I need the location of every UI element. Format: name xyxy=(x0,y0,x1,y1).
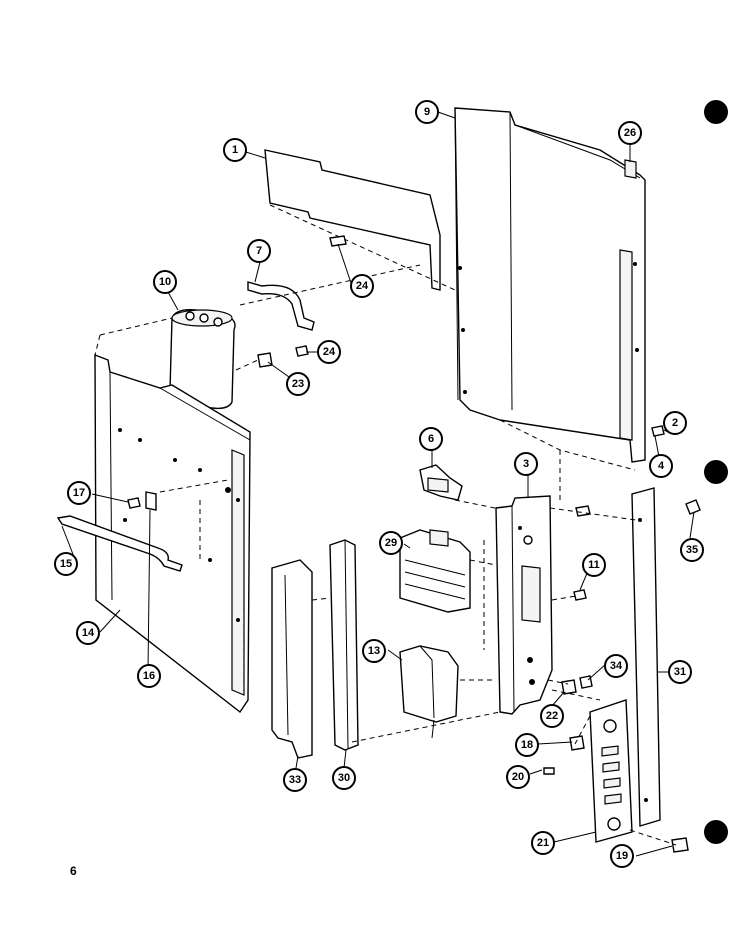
callout-11: 11 xyxy=(582,553,606,577)
callout-13: 13 xyxy=(362,639,386,663)
callout-7: 7 xyxy=(247,239,271,263)
part-31-side-strip xyxy=(631,487,661,827)
svg-text:4: 4 xyxy=(658,460,665,472)
callout-4: 4 xyxy=(649,454,673,478)
part-9-cabinet-side-wall xyxy=(454,107,646,463)
svg-text:24: 24 xyxy=(323,346,336,358)
callout-20: 20 xyxy=(506,765,530,789)
part-1-top-panel xyxy=(264,149,456,291)
callout-6: 6 xyxy=(419,427,443,451)
callout-34: 34 xyxy=(604,654,628,678)
part-29-push-button-switch xyxy=(399,529,471,613)
svg-text:35: 35 xyxy=(686,544,698,556)
callout-30: 30 xyxy=(332,766,356,790)
callout-33: 33 xyxy=(283,768,307,792)
svg-text:3: 3 xyxy=(523,458,529,470)
callout-18: 18 xyxy=(515,733,539,757)
svg-text:26: 26 xyxy=(624,127,636,139)
callout-19: 19 xyxy=(610,844,634,868)
callout-16: 16 xyxy=(137,664,161,688)
svg-text:2: 2 xyxy=(672,417,678,429)
callout-9: 9 xyxy=(415,100,439,124)
callout-31: 31 xyxy=(668,660,692,684)
callout-23: 23 xyxy=(286,372,310,396)
svg-text:18: 18 xyxy=(521,739,533,751)
svg-text:30: 30 xyxy=(338,772,350,784)
svg-text:16: 16 xyxy=(143,670,155,682)
part-15-rod xyxy=(56,515,183,572)
callout-2: 2 xyxy=(663,411,687,435)
callout-24-lower: 24 xyxy=(317,340,341,364)
callout-3: 3 xyxy=(514,452,538,476)
part-10-capacitor xyxy=(169,308,236,410)
svg-text:22: 22 xyxy=(546,710,558,722)
part-16-clip xyxy=(145,491,157,671)
registration-dot-top xyxy=(704,100,728,124)
callout-22: 22 xyxy=(540,704,564,728)
part-3-mounting-plate xyxy=(495,495,553,715)
svg-text:29: 29 xyxy=(385,537,397,549)
registration-dot-bottom xyxy=(704,820,728,844)
callout-1: 1 xyxy=(223,138,247,162)
svg-text:10: 10 xyxy=(159,276,171,288)
part-7-capacitor-strap xyxy=(247,281,315,331)
svg-text:34: 34 xyxy=(610,660,623,672)
svg-text:9: 9 xyxy=(424,106,430,118)
part-30-channel xyxy=(329,539,359,751)
registration-dot-middle xyxy=(704,460,728,484)
callout-35: 35 xyxy=(680,538,704,562)
svg-text:20: 20 xyxy=(512,771,524,783)
svg-text:17: 17 xyxy=(73,487,85,499)
page-number: 6 xyxy=(70,864,77,878)
svg-text:1: 1 xyxy=(232,144,238,156)
svg-text:31: 31 xyxy=(674,666,686,678)
svg-text:6: 6 xyxy=(428,433,434,445)
callout-21: 21 xyxy=(531,831,555,855)
svg-text:19: 19 xyxy=(616,850,628,862)
svg-text:23: 23 xyxy=(292,378,304,390)
svg-text:11: 11 xyxy=(588,559,600,571)
callout-29: 29 xyxy=(379,531,403,555)
callout-15: 15 xyxy=(54,552,78,576)
svg-text:13: 13 xyxy=(368,645,380,657)
svg-text:24: 24 xyxy=(356,280,369,292)
part-33-bracket xyxy=(271,559,313,759)
callout-10: 10 xyxy=(153,270,177,294)
callout-24-upper: 24 xyxy=(350,274,374,298)
svg-text:7: 7 xyxy=(256,245,262,257)
part-21-escutcheon xyxy=(589,699,633,843)
callout-26: 26 xyxy=(618,121,642,145)
assembly-dashed-lines xyxy=(94,264,677,846)
part-14-control-panel xyxy=(94,353,251,714)
callout-17: 17 xyxy=(67,481,91,505)
svg-text:33: 33 xyxy=(289,774,301,786)
svg-text:15: 15 xyxy=(60,558,72,570)
part-13-relay xyxy=(399,645,459,739)
callout-14: 14 xyxy=(76,621,100,645)
part-6-rotary-switch xyxy=(419,464,463,501)
fasteners xyxy=(127,235,701,853)
svg-text:14: 14 xyxy=(82,627,95,639)
svg-text:21: 21 xyxy=(537,837,549,849)
